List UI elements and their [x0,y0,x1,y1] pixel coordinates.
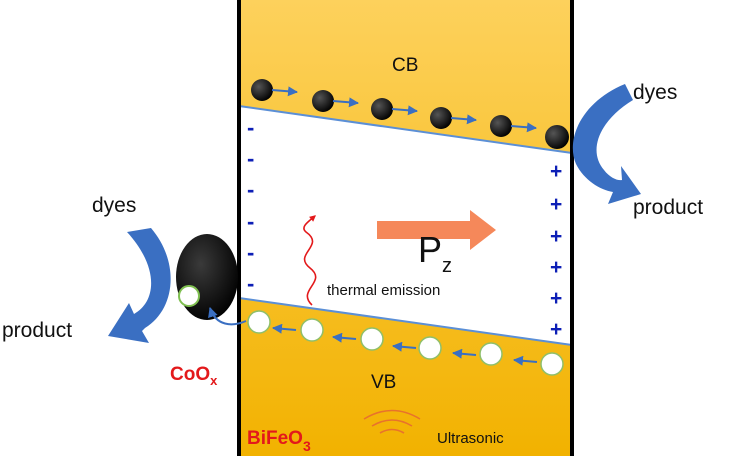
electron-group [251,79,569,149]
negative-charge: - [247,177,254,202]
electron-drift-arrow [271,86,298,97]
electron-drift-arrow [510,122,537,133]
negative-charge: - [247,115,254,140]
coox-subscript: x [210,373,218,388]
negative-charge: - [247,271,254,296]
ultrasonic-wave-icon [363,409,421,434]
hole-group [247,310,564,376]
hole-drift-arrow [513,355,538,366]
coox-label: CoOx [170,364,218,388]
positive-charge: + [550,318,562,341]
electron-icon [251,79,273,101]
product-left-label: product [2,319,72,342]
hole-icon [178,285,200,307]
hole-icon [247,310,271,334]
electron-icon [545,125,569,149]
negative-charge: - [247,146,254,171]
thermal-emission-label: thermal emission [327,282,440,299]
vb-label: VB [371,372,396,393]
coox-particle [176,234,238,320]
electron-drift-arrow [450,114,477,125]
hole-icon [360,327,384,351]
pz-label: Pz [418,229,452,277]
electron-drift-arrow [332,97,359,108]
cb-label: CB [392,55,418,76]
positive-charge: + [550,160,562,183]
positive-charge: + [550,225,562,248]
pz-subscript: z [442,255,452,277]
positive-charge: + [550,193,562,216]
negative-charge: - [247,209,254,234]
right-reaction-arrow [572,84,641,204]
bifeo3-subscript: 3 [303,438,311,454]
left-reaction-arrow [108,228,171,343]
valence-band-edge [238,297,573,346]
polarization-arrow [377,210,496,250]
electron-icon [312,90,334,112]
hole-icon [479,342,503,366]
negative-surface-charges: - - - - - - [247,115,254,296]
hole-icon [300,318,324,342]
hole-drift-arrow [392,341,417,352]
product-right-label: product [633,196,703,219]
hole-drift-arrow [272,323,297,334]
conduction-band-edge [238,105,573,154]
ultrasonic-label: Ultrasonic [437,430,504,447]
positive-surface-charges: + + + + + + [550,160,562,341]
hole-transfer-arrow [208,307,247,326]
electron-icon [371,98,393,120]
electron-icon [430,107,452,129]
hole-icon [418,336,442,360]
thermal-emission-icon [303,215,317,306]
positive-charge: + [550,287,562,310]
dyes-left-label: dyes [92,194,136,217]
hole-drift-arrow [452,348,477,359]
hole-drift-arrow [332,332,357,343]
positive-charge: + [550,256,562,279]
electron-drift-arrow [391,105,418,116]
bifeo3-label: BiFeO3 [247,428,311,454]
negative-charge: - [247,240,254,265]
dyes-right-label: dyes [633,81,677,104]
hole-icon [540,352,564,376]
electron-icon [490,115,512,137]
